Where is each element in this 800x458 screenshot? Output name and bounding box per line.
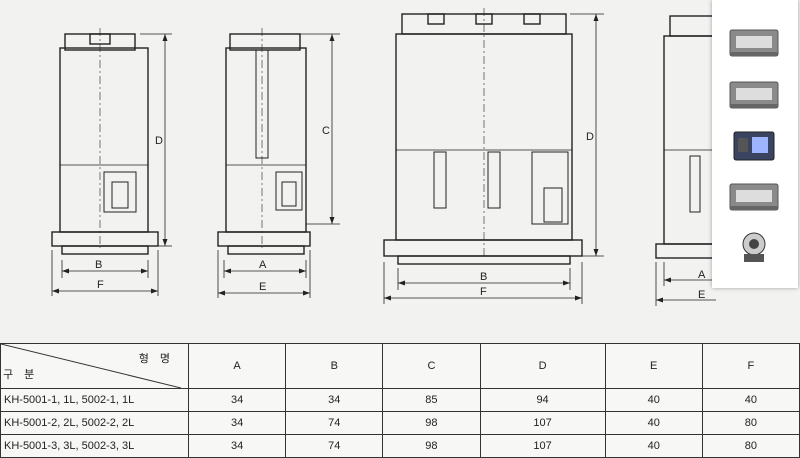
value-cell: 107 [479,434,606,458]
value-cell: 40 [604,434,703,458]
model-cell: KH-5001-2, 2L, 5002-2, 2L [0,411,189,435]
value-cell: 74 [285,411,384,435]
corner-diagonal [1,344,181,388]
column-header-b: B [285,343,384,389]
value-cell: 80 [701,434,800,458]
unit-2-dims [217,33,340,298]
value-cell: 94 [479,388,606,412]
thumbnail-panel-meter-blue[interactable] [726,128,782,164]
unit-2-outline [217,28,311,255]
value-cell: 80 [701,411,800,435]
thumbnail-panel-meter-gray-3[interactable] [726,178,782,214]
unit-1-dims [51,33,172,296]
unit-4-outline [655,15,717,259]
column-header-a: A [187,343,287,389]
unit-3-dims [383,13,604,304]
unit-4-dims [655,262,716,306]
value-cell: 40 [604,411,703,435]
value-cell: 34 [285,388,384,412]
column-header-d: D [479,343,606,389]
value-cell: 74 [285,434,384,458]
table-row: KH-5001-2, 2L, 5002-2, 2L 34 74 98 107 4… [0,411,800,435]
table-row: KH-5001-3, 3L, 5002-3, 3L 34 74 98 107 4… [0,434,800,458]
dim-label-d-1: D [155,135,163,147]
model-cell: KH-5001-3, 3L, 5002-3, 3L [0,434,189,458]
table-corner-cell: 형 명 구 분 [0,343,189,389]
dim-label-f-1: F [97,279,104,291]
thumbnail-relay-module[interactable] [726,228,782,264]
unit-1-outline [51,28,159,255]
dim-label-a-2: A [259,259,267,271]
column-header-f: F [701,343,800,389]
table-header-row: 형 명 구 분 A B C D E F [0,343,800,389]
value-cell: 34 [187,388,287,412]
corner-label-top: 형 명 [138,353,174,365]
dim-label-a-4: A [698,269,706,281]
value-cell: 40 [604,388,703,412]
column-header-c: C [382,343,481,389]
thumbnail-panel-meter-gray-1[interactable] [726,24,782,60]
thumbnail-panel-meter-gray-2[interactable] [726,76,782,112]
product-thumbnail-panel [712,0,798,288]
dim-label-c-2: C [322,125,330,137]
value-cell: 34 [187,434,287,458]
model-cell: KH-5001-1, 1L, 5002-1, 1L [0,388,189,412]
column-header-e: E [604,343,703,389]
dim-label-b-3: B [480,271,487,283]
value-cell: 107 [479,411,606,435]
dim-label-e-4: E [698,289,705,301]
dim-label-e-2: E [259,281,266,293]
value-cell: 98 [382,434,481,458]
value-cell: 98 [382,411,481,435]
dim-label-d-3: D [586,131,594,143]
corner-label-bottom: 구 분 [3,369,39,381]
spec-table: 형 명 구 분 A B C D E F KH-5001-1, 1L, 5002-… [0,343,800,458]
unit-3-outline [383,8,583,265]
value-cell: 40 [701,388,800,412]
value-cell: 85 [382,388,481,412]
dim-label-f-3: F [480,286,487,298]
value-cell: 34 [187,411,287,435]
dim-label-b-1: B [95,259,102,271]
technical-drawing: B F D A E C B F D A E [51,8,717,306]
table-row: KH-5001-1, 1L, 5002-1, 1L 34 34 85 94 40… [0,388,800,412]
